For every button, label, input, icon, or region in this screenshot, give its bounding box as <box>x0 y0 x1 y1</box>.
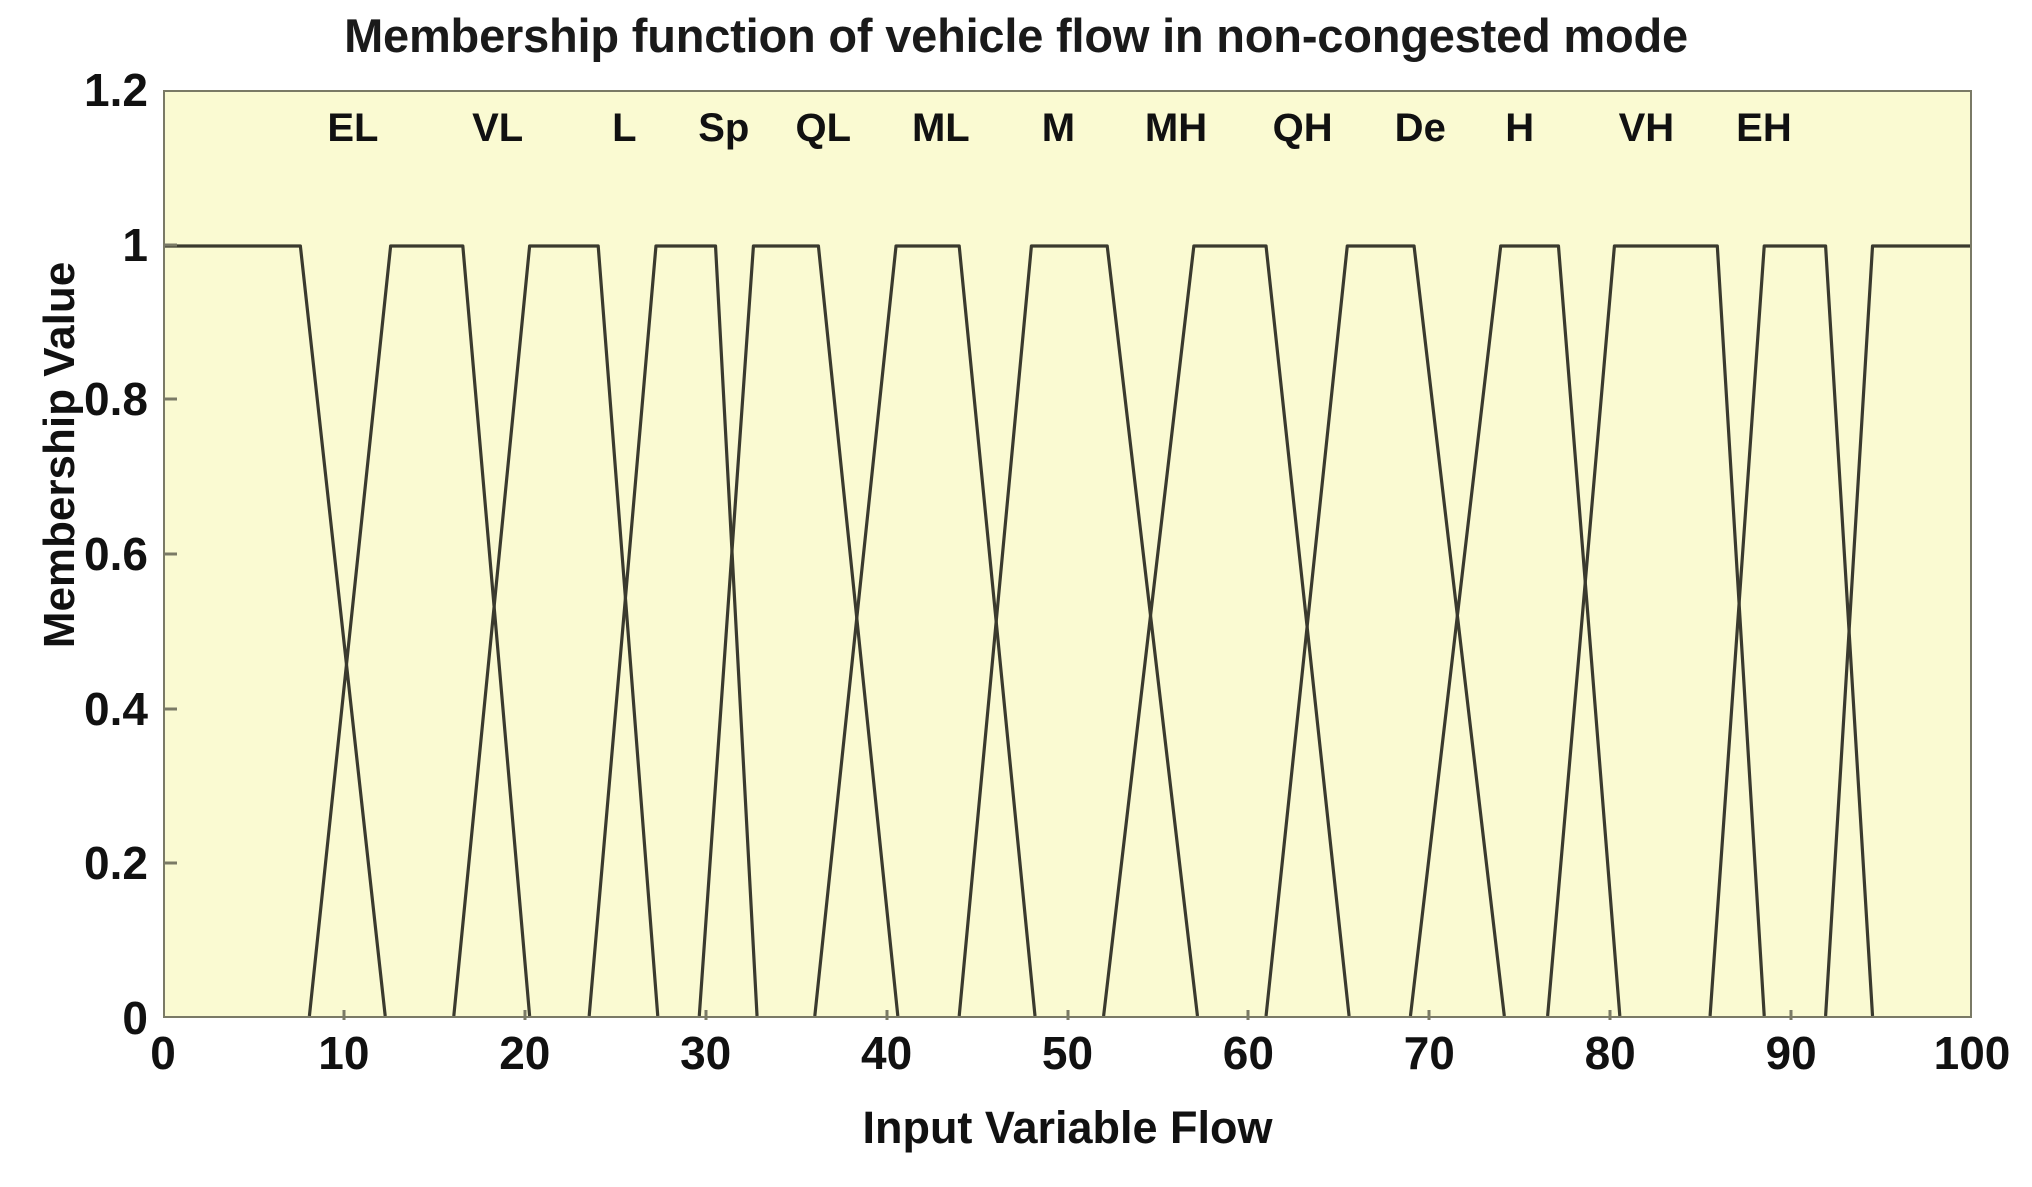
x-tick-mark <box>885 1010 889 1020</box>
y-tick-mark <box>163 707 177 711</box>
y-tick-label-1.2: 1.2 <box>84 64 148 116</box>
membership-curves <box>165 92 1970 1016</box>
membership-curve-eh <box>1826 246 1970 1016</box>
x-tick-label-90: 90 <box>1765 1027 1817 1079</box>
x-axis-title: Input Variable Flow <box>862 1102 1273 1153</box>
x-tick-mark <box>1789 1010 1793 1020</box>
y-tick-mark <box>163 861 177 865</box>
membership-curve-l <box>454 246 658 1016</box>
x-tick-mark <box>704 1010 708 1020</box>
y-axis-title: Membership Value <box>35 261 84 649</box>
x-tick-mark <box>523 1010 527 1020</box>
x-tick-label-100: 100 <box>1933 1027 2011 1079</box>
y-tick-label-0.4: 0.4 <box>84 682 148 735</box>
y-tick-mark <box>163 552 177 556</box>
x-tick-mark <box>1246 1010 1250 1020</box>
x-tick-label-0: 0 <box>150 1027 176 1079</box>
x-tick-label-50: 50 <box>1041 1027 1094 1079</box>
y-tick-label-0: 0 <box>122 992 148 1044</box>
membership-curve-ml <box>815 246 1035 1016</box>
membership-curve-m <box>959 246 1197 1016</box>
x-tick-label-20: 20 <box>499 1027 551 1079</box>
membership-curve-el <box>165 246 385 1016</box>
x-tick-label-60: 60 <box>1222 1027 1274 1079</box>
chart-title: Membership function of vehicle flow in n… <box>344 9 1688 62</box>
y-tick-label-1: 1 <box>122 218 148 271</box>
x-tick-label-70: 70 <box>1403 1027 1455 1079</box>
y-tick-mark <box>163 243 177 247</box>
x-tick-mark <box>342 1010 346 1020</box>
plot-area <box>163 90 1972 1018</box>
x-tick-label-40: 40 <box>861 1027 913 1079</box>
membership-curve-mh <box>1104 246 1349 1016</box>
membership-curve-sp <box>589 246 757 1016</box>
membership-curve-ql <box>699 246 898 1016</box>
membership-curve-h <box>1548 246 1765 1016</box>
membership-curve-vl <box>309 246 529 1016</box>
y-tick-label-0.8: 0.8 <box>84 373 148 426</box>
y-tick-label-0.2: 0.2 <box>84 837 148 890</box>
x-tick-label-30: 30 <box>680 1027 732 1079</box>
x-tick-label-80: 80 <box>1584 1027 1636 1079</box>
membership-curve-qh <box>1266 246 1504 1016</box>
x-tick-mark <box>1066 1010 1069 1020</box>
y-tick-mark <box>163 397 177 401</box>
x-tick-mark <box>1608 1010 1612 1020</box>
x-tick-label-10: 10 <box>318 1027 370 1079</box>
x-tick-mark <box>1427 1010 1431 1020</box>
y-tick-label-0.6: 0.6 <box>84 528 148 580</box>
membership-curve-de <box>1410 246 1619 1016</box>
